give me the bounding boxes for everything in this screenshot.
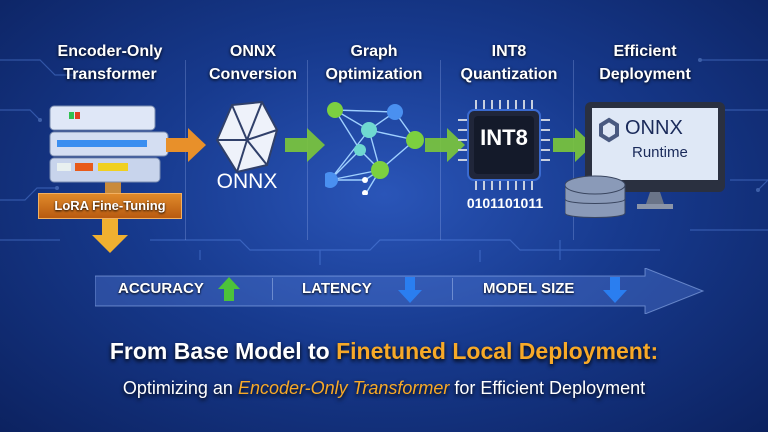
arrow-down-icon — [92, 215, 128, 253]
stage-label-encoder: Encoder-Only Transformer — [57, 43, 163, 83]
lora-fine-tuning-badge: LoRA Fine-Tuning — [38, 193, 182, 219]
subtitle-highlight: Encoder-Only Transformer — [237, 378, 450, 398]
arrow-right-icon — [425, 128, 465, 162]
arrow-down-icon — [603, 277, 627, 303]
subtitle: Optimizing an Encoder-Only Transformer f… — [0, 378, 768, 399]
onnx-caption: ONNX — [216, 170, 278, 193]
divider — [452, 278, 453, 300]
metric-accuracy: ACCURACY — [118, 280, 204, 297]
arrow-right-icon — [553, 128, 593, 162]
stage-label-graph: Graph Optimization — [325, 43, 423, 83]
onnx-polyhedron-icon — [215, 100, 279, 174]
stage-label-deploy: Efficient Deployment — [599, 43, 691, 83]
divider — [272, 278, 273, 300]
onnx-runtime-subtitle: Runtime — [632, 144, 688, 161]
stage-label-int8: INT8 Quantization — [460, 43, 558, 83]
onnx-runtime-title: ONNX — [625, 117, 683, 139]
metric-model-size: MODEL SIZE — [483, 280, 575, 297]
server-stack-icon — [49, 105, 169, 195]
graph-network-icon — [325, 102, 424, 195]
monitor-database-icon — [565, 102, 725, 218]
arrow-down-icon — [398, 277, 422, 303]
arrow-right-icon — [285, 128, 325, 162]
binary-caption: 0101101011 — [466, 195, 544, 211]
subtitle-post: for Efficient Deployment — [449, 378, 646, 398]
title-highlight: Finetuned Local Deployment: — [336, 338, 659, 364]
title-plain: From Base Model to — [109, 338, 337, 364]
stage-label-onnx: ONNX Conversion — [208, 43, 297, 83]
arrow-up-icon — [218, 277, 240, 301]
main-title: From Base Model to Finetuned Local Deplo… — [0, 338, 768, 365]
subtitle-pre: Optimizing an — [122, 378, 238, 398]
chip-icon — [458, 100, 550, 190]
arrow-right-icon — [166, 128, 206, 162]
chip-label: INT8 — [480, 125, 528, 150]
metric-latency: LATENCY — [302, 280, 372, 297]
